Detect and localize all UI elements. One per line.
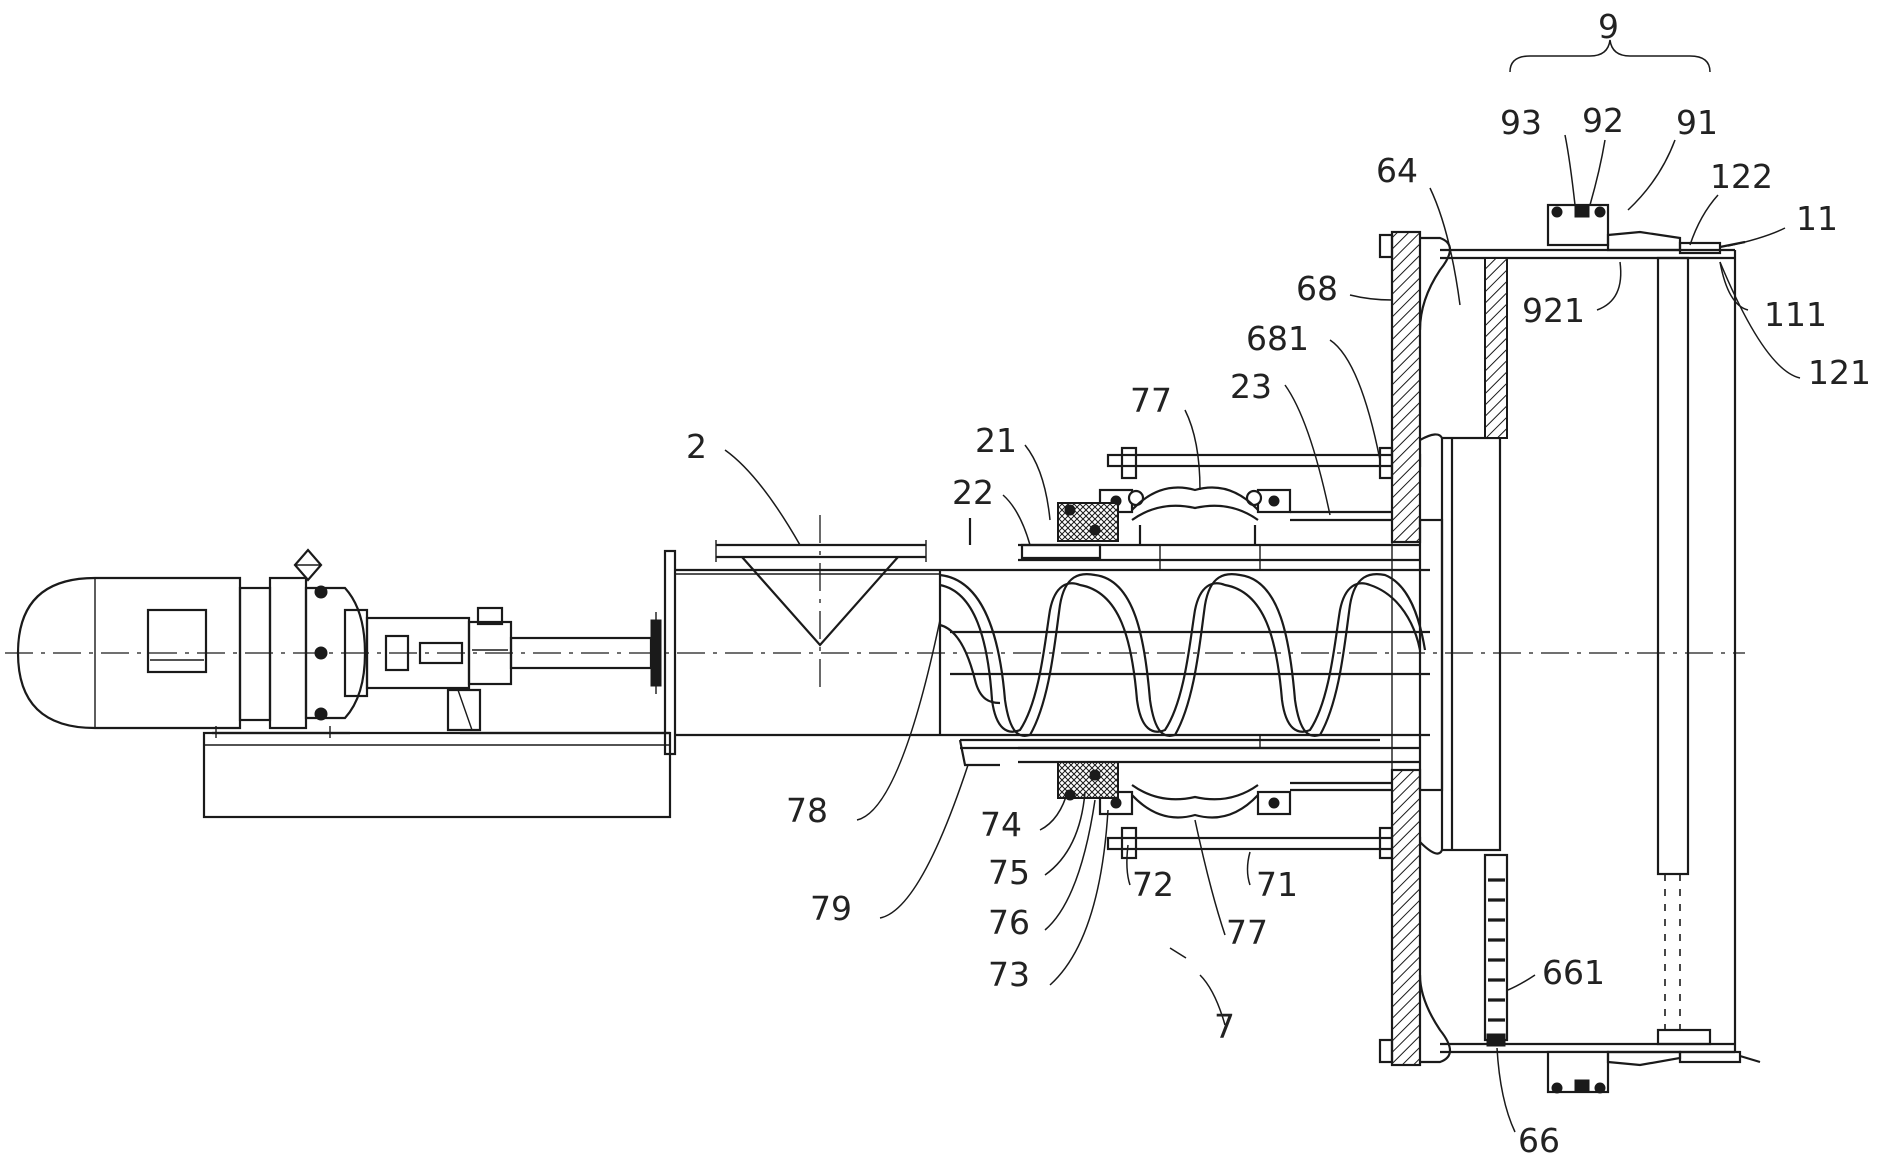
label-77-top: 77 <box>1130 381 1172 420</box>
label-92: 92 <box>1582 101 1624 140</box>
label-122: 122 <box>1710 157 1773 196</box>
label-661: 661 <box>1542 953 1605 992</box>
label-21: 21 <box>975 421 1017 460</box>
label-11: 11 <box>1796 199 1838 238</box>
label-7: 7 <box>1214 1007 1235 1046</box>
lower-seal-assembly <box>1058 762 1420 858</box>
label-78: 78 <box>786 791 828 830</box>
leader-lines <box>725 135 1800 1132</box>
screw-barrel <box>940 512 1430 790</box>
label-74: 74 <box>980 805 1022 844</box>
label-681: 681 <box>1246 319 1309 358</box>
label-111: 111 <box>1764 295 1827 334</box>
top-clamp <box>1548 205 1745 253</box>
upper-seal-assembly <box>1058 448 1420 545</box>
label-76: 76 <box>988 903 1030 942</box>
label-921: 921 <box>1522 291 1585 330</box>
label-22: 22 <box>952 473 994 512</box>
label-73: 73 <box>988 955 1030 994</box>
label-91: 91 <box>1676 103 1718 142</box>
screw-flights <box>940 574 1430 736</box>
base-frame <box>204 733 670 817</box>
label-75: 75 <box>988 853 1030 892</box>
label-23: 23 <box>1230 367 1272 406</box>
label-79: 79 <box>810 889 852 928</box>
label-93: 93 <box>1500 103 1542 142</box>
label-72: 72 <box>1132 865 1174 904</box>
label-68: 68 <box>1296 269 1338 308</box>
label-66: 66 <box>1518 1121 1560 1160</box>
flange-plate <box>1380 232 1442 1065</box>
label-121: 121 <box>1808 353 1871 392</box>
motor-assembly <box>18 550 661 738</box>
label-77-bottom: 77 <box>1226 913 1268 952</box>
hopper <box>716 515 926 690</box>
screen-slots <box>1487 880 1505 1046</box>
label-64: 64 <box>1376 151 1418 190</box>
label-9: 9 <box>1598 7 1619 46</box>
bottom-clamp <box>1548 1052 1760 1093</box>
label-71: 71 <box>1256 865 1298 904</box>
callout-labels: 9 93 92 91 122 64 11 68 921 111 681 121 … <box>686 7 1871 1160</box>
drum-body <box>1420 238 1735 1062</box>
label-2: 2 <box>686 427 707 466</box>
inlet-section <box>665 551 940 754</box>
